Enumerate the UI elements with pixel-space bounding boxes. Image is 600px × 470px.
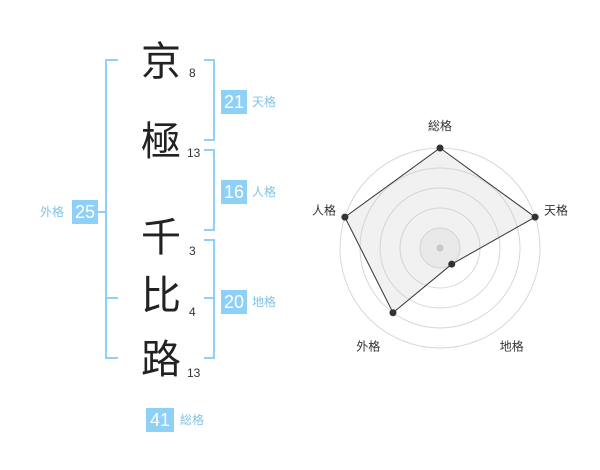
- radar-point-1: [436, 144, 444, 152]
- radar-polygon: [344, 147, 537, 314]
- gaikaku-badge: 25: [72, 200, 98, 224]
- radar-axis-label-3: 地格: [500, 339, 524, 354]
- radar-center-dot: [436, 244, 444, 252]
- name-char-1: 京: [141, 39, 181, 85]
- radar-point-3: [448, 260, 456, 268]
- stroke-count-3: 3: [189, 244, 196, 258]
- radar-point-5: [341, 213, 349, 221]
- radar-axis-label-5: 人格: [312, 202, 336, 217]
- gaikaku-bracket: [105, 59, 118, 359]
- name-char-4: 比: [141, 273, 181, 319]
- jinkaku-badge: 16: [221, 180, 247, 204]
- name-char-2: 極: [141, 119, 181, 165]
- radar-axis-label-4: 外格: [356, 339, 380, 354]
- radar-axis-label-2: 天格: [544, 202, 568, 217]
- jinkaku-label: 人格: [252, 185, 277, 199]
- gaikaku-label: 外格: [40, 205, 65, 219]
- tenkaku-bracket: [204, 59, 215, 141]
- soukaku-label: 総格: [180, 413, 205, 427]
- radar-ring-3: [379, 187, 501, 309]
- radar-point-2: [531, 213, 539, 221]
- soukaku-badge: 41: [146, 408, 174, 432]
- jinkaku-bracket: [204, 149, 215, 231]
- stroke-count-2: 13: [187, 146, 201, 160]
- radar-axis-label-1: 総格: [428, 118, 452, 133]
- radar-point-4: [389, 309, 397, 317]
- name-char-3: 千: [141, 215, 181, 261]
- stroke-count-4: 4: [189, 305, 196, 319]
- chikaku-badge: 20: [221, 290, 247, 314]
- stroke-count-1: 8: [189, 66, 196, 80]
- stroke-count-5: 13: [187, 366, 201, 380]
- chikaku-label: 地格: [252, 295, 277, 309]
- tenkaku-label: 天格: [252, 95, 277, 109]
- name-char-5: 路: [141, 337, 181, 383]
- tenkaku-badge: 21: [221, 90, 247, 114]
